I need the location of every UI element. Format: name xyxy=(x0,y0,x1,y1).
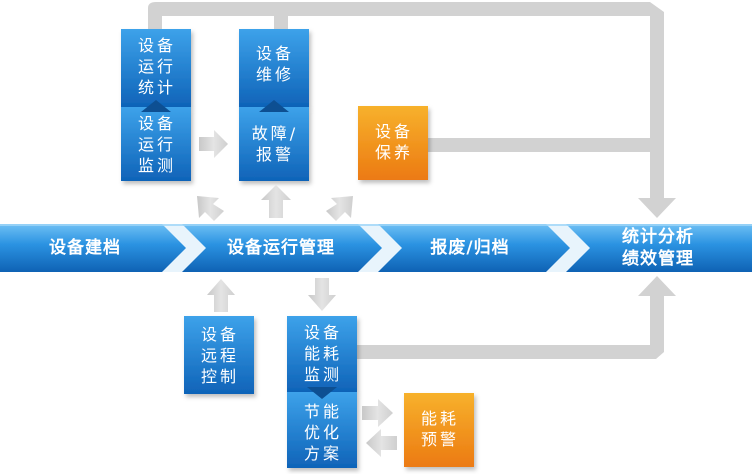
main-process-band xyxy=(0,224,752,272)
down-arrow-icon xyxy=(308,278,336,311)
upkeep-feedback-connector xyxy=(424,138,652,152)
chevron-divider-2 xyxy=(358,224,402,272)
down-triangle-icon xyxy=(307,387,337,399)
up-triangle-icon xyxy=(259,100,289,112)
right-arrow-icon xyxy=(362,399,393,427)
up-arrow-icon xyxy=(207,279,235,312)
maintenance-box xyxy=(239,29,309,107)
energy-warning-box xyxy=(404,393,474,467)
right-arrow-icon xyxy=(199,130,228,158)
chevron-divider-1 xyxy=(162,224,206,272)
remote-control-box xyxy=(184,316,254,394)
fault-report-box xyxy=(239,107,309,181)
bottom-feedback-connector xyxy=(356,276,676,359)
up-right-arrow-icon xyxy=(326,196,353,221)
energy-plan-box xyxy=(287,392,357,468)
up-left-arrow-icon xyxy=(197,196,224,221)
chevron-divider-3 xyxy=(546,224,590,272)
energy-monitor-box xyxy=(287,316,357,392)
left-arrow-icon xyxy=(366,429,397,457)
upkeep-box xyxy=(358,106,428,180)
run-monitor-box xyxy=(121,107,191,181)
up-triangle-icon xyxy=(141,100,171,112)
up-arrow-icon xyxy=(261,185,291,218)
run-stats-box xyxy=(121,29,191,107)
feedback-connectors xyxy=(148,2,676,359)
